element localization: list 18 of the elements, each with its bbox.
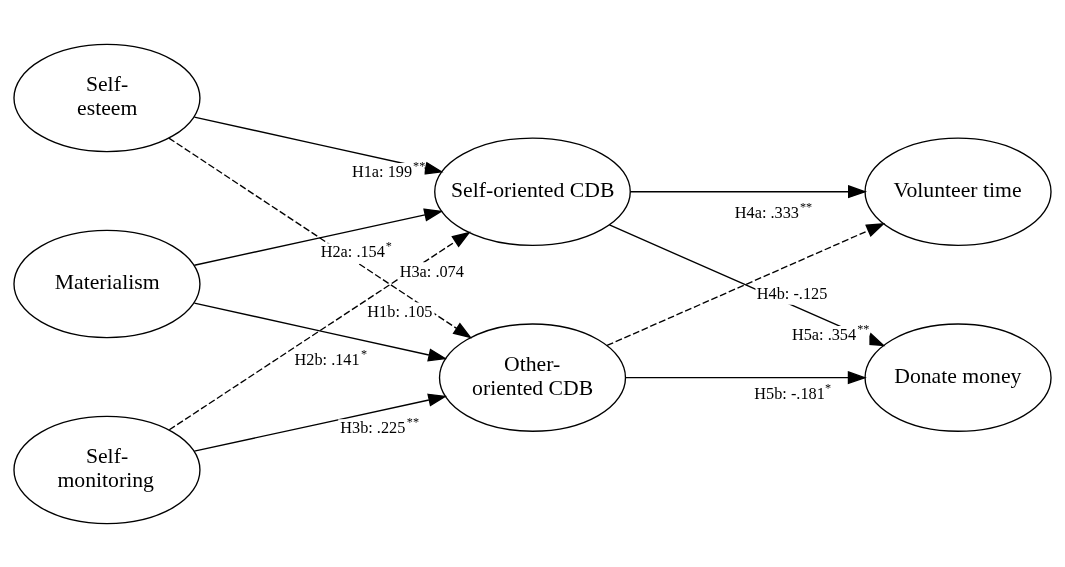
edge-label: H1a: 199$^{**}$: [351, 158, 426, 181]
edge-label: H3b: .225$^{**}$: [340, 414, 419, 437]
node-ellipse: Self- monitoring: [13, 415, 201, 524]
edge-label: H1b: .105: [367, 301, 433, 321]
arrow: [168, 136, 473, 339]
arrow: [629, 184, 868, 198]
arrow: [193, 115, 444, 175]
arrow: [168, 230, 471, 430]
arrow: [624, 370, 867, 384]
edge-label: H5b: -.181$^{*}$: [754, 380, 832, 403]
edge-label: H4a: .333$^{**}$: [734, 199, 813, 222]
arrow: [193, 393, 448, 452]
edge-label: H2b: .141$^{*}$: [294, 346, 368, 369]
node-ellipse: Materialism: [13, 229, 201, 338]
edge-label: H3a: .074: [399, 261, 464, 281]
edge-label: H2a: .154$^{*}$: [320, 238, 392, 261]
node-ellipse: Self- esteem: [13, 43, 201, 152]
edge-label: H4b: -.125: [756, 283, 828, 303]
